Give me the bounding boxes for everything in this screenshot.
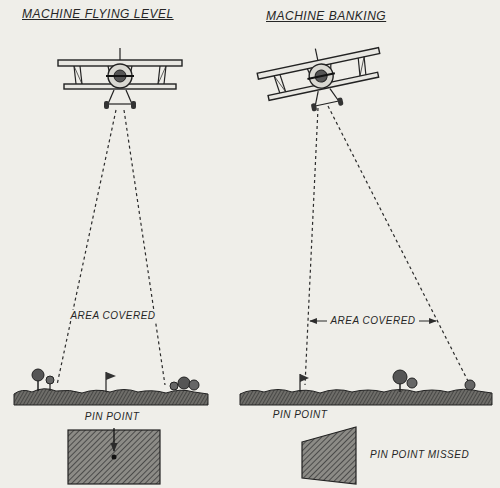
view-heading: MACHINE FLYING LEVEL	[22, 8, 174, 21]
view-rays	[57, 106, 470, 385]
photo-level	[68, 428, 160, 484]
banking-biplane	[255, 36, 389, 121]
dimension-label: AREA COVERED	[327, 315, 418, 326]
level-biplane	[58, 48, 182, 109]
photo-banking	[302, 427, 356, 484]
view-heading: MACHINE BANKING	[266, 10, 386, 23]
ground-right	[240, 370, 492, 405]
dimension-label: AREA COVERED	[67, 310, 158, 321]
target-label: PIN POINT	[273, 409, 328, 420]
target-label: PIN POINT	[85, 411, 140, 422]
ground-left	[14, 369, 208, 405]
note-label: PIN POINT MISSED	[370, 449, 469, 460]
